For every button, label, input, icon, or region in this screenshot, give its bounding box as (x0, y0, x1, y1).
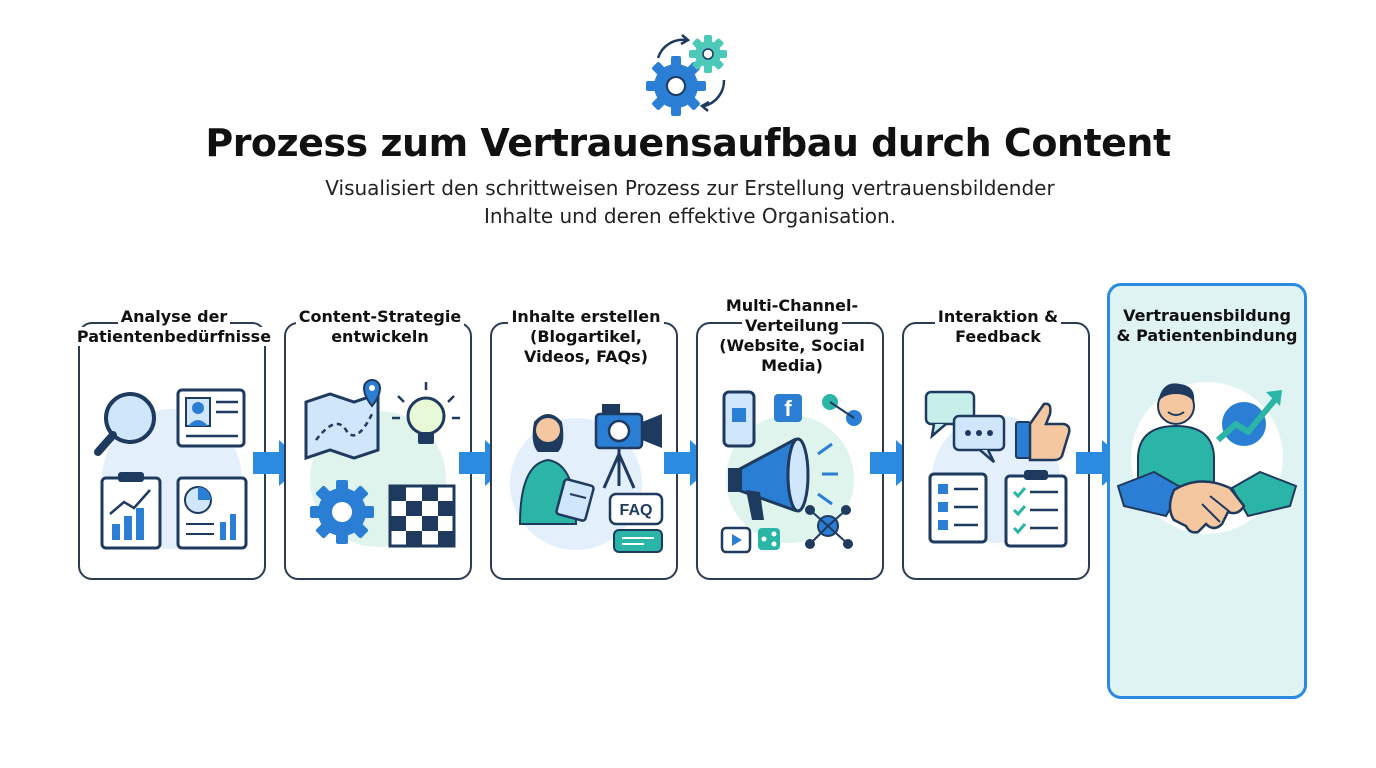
happy-patient-icon (1137, 383, 1215, 487)
handshake-icon (1116, 470, 1298, 534)
step-label: Vertrauensbildung & Patientenbindung (1116, 306, 1298, 345)
patient-profile-icon (176, 388, 246, 448)
video-camera-icon (594, 404, 662, 489)
share-icon (758, 528, 780, 550)
step-illustration: f (720, 390, 862, 554)
step-vertrauensbildung: Vertrauensbildung & Patientenbindung (1107, 283, 1307, 699)
step-verteilung: Multi-Channel- Verteilung (Website, Soci… (696, 296, 884, 580)
growth-arrow-icon (1216, 390, 1282, 446)
step-illustration (924, 390, 1071, 548)
clipboard-check-icon (1004, 470, 1068, 548)
gear-icon (310, 480, 374, 544)
megaphone-icon (728, 437, 838, 520)
step-label: Content-Strategie entwickeln (278, 307, 482, 347)
step-label: Analyse der Patientenbedürfnisse (72, 307, 276, 347)
subtitle-line-1: Visualisiert den schrittweisen Prozess z… (325, 176, 1055, 200)
faq-label: FAQ (620, 502, 653, 519)
faq-bubble-icon: FAQ (608, 492, 664, 553)
thumbs-up-icon (1015, 402, 1071, 462)
subtitle-line-2: Inhalte und deren effektive Organisation… (483, 204, 897, 228)
map-pin-icon (304, 379, 382, 461)
facebook-icon: f (774, 394, 802, 422)
step-analyse: Analyse der Patientenbedürfnisse (73, 307, 275, 580)
network-icon (822, 394, 862, 426)
page-title: Prozess zum Vertrauensaufbau durch Conte… (205, 121, 1171, 165)
svg-text:f: f (784, 396, 792, 421)
page-subtitle: Visualisiert den schrittweisen Prozess z… (280, 174, 1100, 230)
step-strategie: Content-Strategie entwickeln (284, 307, 472, 580)
step-illustration: FAQ (510, 404, 664, 553)
magnifier-icon (94, 392, 156, 456)
bar-chart-clipboard-icon (100, 472, 162, 550)
lightbulb-icon (392, 382, 460, 444)
step-illustration (94, 388, 248, 550)
checklist-icon (928, 472, 988, 544)
step-label: Multi-Channel- Verteilung (Website, Soci… (690, 296, 894, 376)
step-label: Inhalte erstellen (Blogartikel, Videos, … (484, 307, 688, 367)
report-pie-chart-icon (176, 476, 248, 550)
step-inhalte: Inhalte erstellen (Blogartikel, Videos, … (490, 307, 678, 580)
step-illustration (304, 379, 460, 548)
chat-bubbles-icon (924, 390, 1006, 463)
video-play-icon (720, 526, 752, 554)
step-label: Interaktion & Feedback (896, 307, 1100, 347)
gears-cycle-icon (646, 34, 727, 116)
smartphone-icon (722, 390, 756, 448)
step-interaktion: Interaktion & Feedback (902, 307, 1090, 580)
step-illustration (1116, 382, 1298, 534)
writer-person-icon (518, 414, 595, 525)
content-calendar-icon (388, 484, 456, 548)
network-icon (805, 505, 853, 549)
